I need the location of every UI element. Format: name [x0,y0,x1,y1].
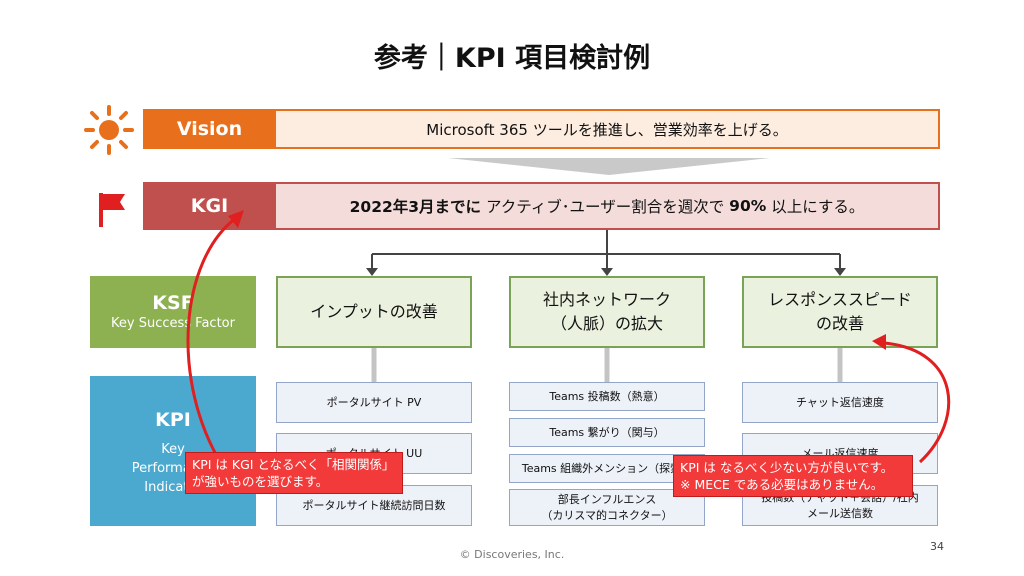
kpi-title: KPI [155,408,191,431]
ksf-subtitle: Key Success Factor [111,316,235,331]
note-fewer-kpis: KPI は なるべく少ない方が良いです。 ※ MECE である必要はありません。 [673,455,913,497]
kgi-deadline: 2022年3月までに [349,198,482,216]
kgi-text: 2022年3月までに アクティブ･ユーザー割合を週次で 90% 以上にする。 [276,182,940,230]
sun-icon [84,105,134,155]
copyright: © Discoveries, Inc. [459,548,565,561]
kpi-item: チャット返信速度 [742,382,938,423]
page-title: 参考｜KPI 項目検討例 [373,43,651,74]
vision-label: Vision [143,109,276,149]
kpi-box: KPI Key Performance Indicator [90,376,256,526]
kgi-metric: アクティブ･ユーザー割合を週次で [481,198,730,216]
kgi-suffix: 以上にする。 [766,198,865,216]
ksf-title: KSF [152,292,194,314]
ksf-box: KSF Key Success Factor [90,276,256,348]
factor-network: 社内ネットワーク （人脈）の拡大 [509,276,705,348]
flag-icon [96,190,128,230]
page-number: 34 [930,540,944,553]
kgi-label: KGI [143,182,276,230]
kgi-target: 90% [729,197,767,215]
note-correlation: KPI は KGI となるべく「相関関係」 が強いものを選びます。 [185,452,403,494]
kpi-item: Teams 組織外メンション（探索） [509,454,705,483]
factor-response: レスポンススピード の改善 [742,276,938,348]
factor-input: インプットの改善 [276,276,472,348]
kpi-item: 部長インフルエンス （カリスマ的コネクター） [509,489,705,526]
kpi-item: Teams 投稿数（熱意） [509,382,705,411]
kpi-item: ポータルサイト PV [276,382,472,423]
kpi-item: Teams 繋がり（関与） [509,418,705,447]
vision-text: Microsoft 365 ツールを推進し、営業効率を上げる。 [276,109,940,149]
